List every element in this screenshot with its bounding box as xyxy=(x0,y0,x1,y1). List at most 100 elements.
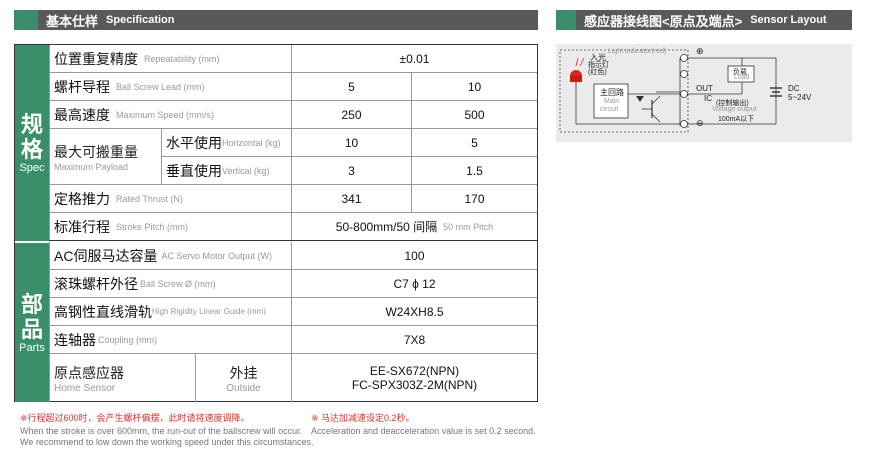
value-cell: 250 xyxy=(291,101,411,128)
label-zh: 位置重复精度 xyxy=(54,50,138,67)
plus-terminal: ⊕ xyxy=(696,46,704,56)
label-en: Home Sensor xyxy=(54,382,116,394)
value-cell: 10 xyxy=(411,73,537,100)
out-label: OUT xyxy=(696,84,713,93)
label-en: Outside xyxy=(226,382,261,394)
label-en: AC Servo Motor Output (W) xyxy=(161,250,272,261)
table-row-repeatability: 位置重复精度 Repeatability (mm) ±0.01 xyxy=(49,45,537,73)
table-row-thrust: 定格推力 Rated Thrust (N) 341 170 xyxy=(49,185,537,213)
value-cell: 5 xyxy=(291,73,411,100)
note-stroke-en-1: When the stroke is over 600mm, the run-o… xyxy=(20,426,303,436)
parts-group-zh1: 部 xyxy=(20,291,43,317)
label-zh: 原点感应器 xyxy=(54,364,124,381)
value-cell: 10 xyxy=(291,129,411,157)
note-accel-en: Acceleration and deacceleration value is… xyxy=(311,426,536,436)
payload-label: 最大可搬重量 Maximum Payload xyxy=(49,129,161,184)
label-en: Vertical (kg) xyxy=(222,166,270,176)
value-cell: 50-800mm/50 间隔 50 mm Pitch xyxy=(291,213,537,240)
wiring-svg xyxy=(559,49,782,133)
parts-group-label: 部 品 Parts xyxy=(15,242,49,402)
row-label: 位置重复精度 Repeatability (mm) xyxy=(49,45,291,72)
label-en: Rated Thrust (N) xyxy=(116,193,183,204)
value-cell: EE-SX672(NPN) FC-SPX303Z-2M(NPN) xyxy=(291,354,537,402)
label-en: Ball Screw Lead (mm) xyxy=(116,81,205,92)
sensor-header: 感应器接线图<原点及端点> Sensor Layout xyxy=(556,10,852,30)
value-cell: 341 xyxy=(291,185,411,212)
label-en: High Rigidity Linear Guide (mm) xyxy=(152,307,266,316)
light-indicator-label: Light indicator(red) xyxy=(608,48,667,55)
spec-group-zh2: 格 xyxy=(20,137,43,162)
ctrl-output-zh: (控制输出) xyxy=(716,100,749,107)
spec-header-en: Specification xyxy=(106,14,175,26)
label-zh: 水平使用 xyxy=(166,134,222,151)
value-cell: 500 xyxy=(411,101,537,128)
value-cell: 5 xyxy=(411,129,537,157)
home-sensor-mount: 外挂 Outside xyxy=(195,354,291,402)
spec-group-label: 规 格 Spec xyxy=(15,45,49,241)
sensor-header-en: Sensor Layout xyxy=(750,14,827,26)
sensor-model-1: EE-SX672(NPN) xyxy=(369,364,460,378)
row-label: 螺杆导程 Ball Screw Lead (mm) xyxy=(49,73,291,100)
value-cell: 100 xyxy=(291,242,537,269)
sensor-wiring-diagram: Light indicator(red) 入光 指示灯 (红色) 主回路 Mai… xyxy=(556,44,852,142)
light-zh-1: 入光 xyxy=(590,53,606,62)
main-circuit-zh: 主回路 xyxy=(600,88,624,97)
sensor-header-zh: 感应器接线图<原点及端点> xyxy=(584,13,743,29)
label-zh: 螺杆导程 xyxy=(54,78,110,95)
stroke-value: 50-800mm/50 间隔 xyxy=(335,220,438,234)
value-cell: 1.5 xyxy=(411,157,537,185)
label-zh: 滚珠螺杆外径 xyxy=(54,275,138,292)
voltage-output-label: Voltage output xyxy=(712,106,757,113)
minus-terminal: ⊖ xyxy=(696,118,704,128)
label-zh: 垂直使用 xyxy=(166,163,222,179)
value-cell: ±0.01 xyxy=(291,45,537,72)
sensor-model-2: FC-SPX303Z-2M(NPN) xyxy=(351,378,478,392)
row-label: 定格推力 Rated Thrust (N) xyxy=(49,185,291,212)
home-sensor-label: 原点感应器 Home Sensor xyxy=(49,354,195,402)
spec-header: 基本仕样 Specification xyxy=(14,10,538,30)
main-circuit-en-2: circuit xyxy=(600,106,619,113)
note-stroke-zh: ※行程超过600时，会产生螺杆偏摆，此时请将速度调降。 xyxy=(20,413,250,423)
label-zh: 定格推力 xyxy=(54,190,110,207)
ic-label: IC xyxy=(704,94,712,103)
header-accent xyxy=(556,10,576,30)
label-en: Horizontal (kg) xyxy=(222,137,281,148)
light-zh-2: 指示灯 xyxy=(588,62,609,69)
load-label-en: Load xyxy=(734,74,750,81)
value-cell: 170 xyxy=(411,185,537,212)
label-zh: 最高速度 xyxy=(54,106,110,123)
value-cell: 7X8 xyxy=(291,326,537,353)
label-zh: AC伺服马达容量 xyxy=(54,247,158,264)
current-label: 100mA以下 xyxy=(718,116,755,123)
table-row-lead: 螺杆导程 Ball Screw Lead (mm) 5 10 xyxy=(49,73,537,101)
table-row-home-sensor: 原点感应器 Home Sensor 外挂 Outside EE-SX672(NP… xyxy=(49,354,537,402)
label-en: Ball Screw Ø (mm) xyxy=(140,278,216,289)
note-stroke-en-2: We recommend to low down the working spe… xyxy=(20,437,314,447)
label-en: Stroke Pitch (mm) xyxy=(116,221,189,232)
stroke-value-en: 50 mm Pitch xyxy=(443,221,494,232)
dc-voltage-label: 5~24V xyxy=(788,93,812,102)
parts-group-zh2: 品 xyxy=(20,316,43,342)
parts-group-en: Parts xyxy=(19,341,45,354)
main-circuit-en-1: Main xyxy=(604,98,620,105)
value-cell: C7 ϕ 12 xyxy=(291,270,537,297)
note-accel-zh: ※ 马达加减速设定0.2秒。 xyxy=(311,413,415,423)
value-cell: W24XH8.5 xyxy=(291,298,537,325)
spec-group-zh1: 规 xyxy=(20,112,43,137)
label-en: Repeatability (mm) xyxy=(144,53,220,64)
label-zh: 高钢性直线滑轨 xyxy=(54,303,152,320)
label-zh: 外挂 xyxy=(229,364,258,381)
